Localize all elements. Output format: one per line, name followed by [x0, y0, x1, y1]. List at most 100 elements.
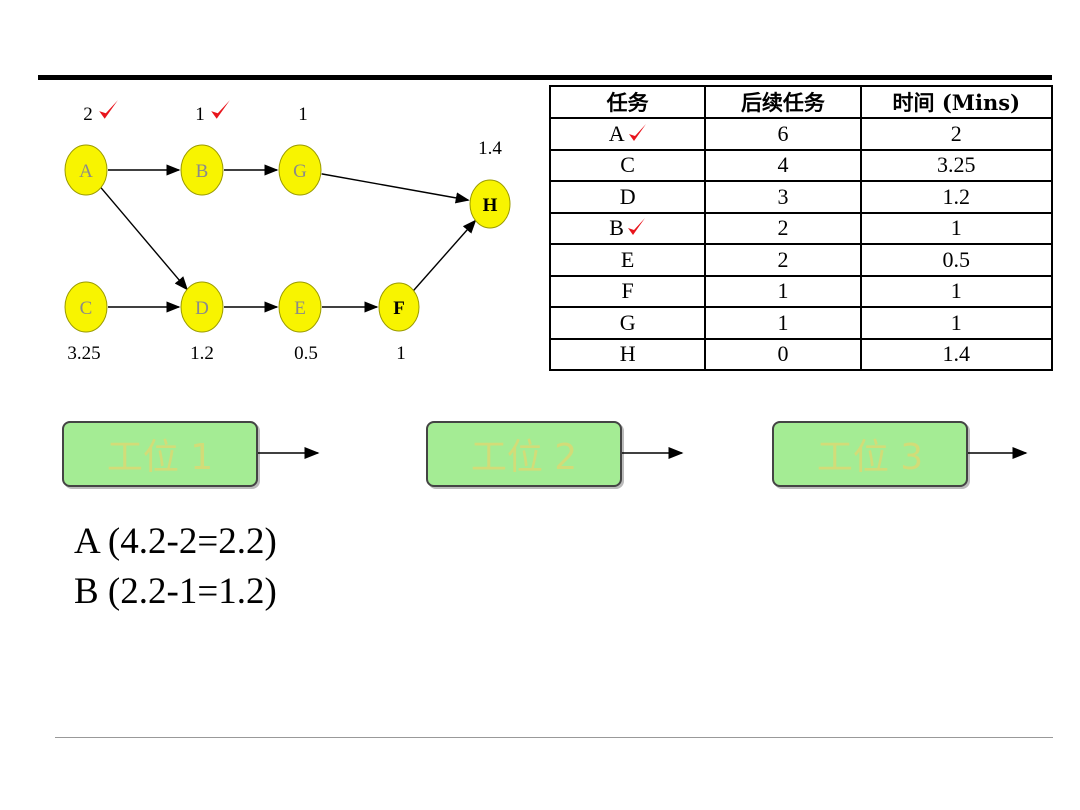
node-circle	[469, 179, 511, 229]
node-circle	[278, 144, 322, 196]
station-label: 工位 2	[470, 437, 578, 478]
table-row: H 0 1.4	[548, 337, 1054, 371]
checkmark-icon	[627, 218, 645, 236]
successors-cell: 6	[704, 117, 862, 151]
calculation-line-b: B (2.2-1=1.2)	[74, 571, 277, 612]
successors-cell-text: 0	[777, 341, 789, 367]
time-cell-text: 2	[950, 120, 962, 146]
edge-G-H	[321, 173, 470, 204]
node-circle	[64, 144, 108, 196]
node-circle	[378, 282, 420, 332]
task-cell-text: D	[619, 183, 636, 209]
task-cell: H	[548, 337, 707, 371]
successors-cell-text: 1	[777, 309, 789, 335]
successors-cell-text: 4	[777, 152, 789, 178]
station-3: 工位 3	[772, 421, 968, 487]
node-time: 0.5	[294, 343, 318, 364]
station-1-arrow	[258, 447, 320, 459]
header-successors: 后续任务	[704, 85, 862, 119]
task-cell-text: C	[620, 152, 635, 178]
successors-cell-text: 2	[777, 246, 789, 272]
node-A: A2	[64, 100, 118, 196]
node-label: F	[393, 298, 405, 319]
task-cell-text: E	[620, 246, 635, 272]
checkmark-icon	[211, 100, 230, 119]
successors-cell: 0	[704, 337, 862, 371]
successors-cell-text: 2	[777, 215, 789, 241]
successors-cell-text: 6	[777, 120, 789, 146]
table-row: C 4 3.25	[548, 148, 1054, 182]
node-time: 3.25	[67, 343, 100, 364]
successors-cell-text: 1	[777, 278, 789, 304]
edge-F-H	[412, 219, 477, 292]
time-cell: 2	[859, 117, 1054, 151]
time-cell-text: 1	[950, 309, 962, 335]
node-F: F1	[378, 282, 420, 364]
node-time: 1.2	[190, 343, 214, 364]
table-row: D 3 1.2	[548, 180, 1054, 214]
node-label: B	[196, 161, 209, 182]
successors-cell: 2	[704, 243, 862, 277]
task-cell: C	[548, 148, 707, 182]
successors-cell: 3	[704, 180, 862, 214]
node-label: A	[79, 161, 93, 182]
successors-cell: 4	[704, 148, 862, 182]
time-cell: 0.5	[859, 243, 1054, 277]
task-cell-text: F	[621, 278, 634, 304]
table-row: A 6 2	[548, 117, 1054, 151]
successors-cell: 1	[704, 306, 862, 340]
checkmark-icon	[99, 100, 118, 119]
station-1: 工位 1	[62, 421, 258, 487]
time-cell-text: 1.4	[942, 341, 971, 367]
time-cell-text: 3.25	[937, 152, 976, 178]
station-2: 工位 2	[426, 421, 622, 487]
task-cell: D	[548, 180, 707, 214]
time-cell: 1.4	[859, 337, 1054, 371]
task-cell: A	[548, 117, 707, 151]
edge-A-D	[99, 186, 189, 291]
node-H: H 1.4	[469, 138, 511, 229]
task-cell-text: H	[619, 341, 636, 367]
node-time: 1	[298, 104, 308, 125]
time-cell-text: 0.5	[942, 246, 971, 272]
table-row: F 1 1	[548, 274, 1054, 308]
table-row: B 2 1	[548, 211, 1054, 245]
node-time: 1.4	[478, 138, 502, 159]
node-label: D	[195, 298, 209, 319]
station-label: 工位 3	[816, 437, 924, 478]
station-3-arrow	[968, 447, 1028, 459]
node-label: G	[293, 161, 307, 182]
node-E: E0.5	[278, 281, 322, 364]
successors-cell: 1	[704, 274, 862, 308]
task-cell: F	[548, 274, 707, 308]
node-time: 1	[396, 343, 406, 364]
task-cell-text: G	[619, 309, 636, 335]
station-2-arrow	[622, 447, 684, 459]
time-cell: 1.2	[859, 180, 1054, 214]
header-task: 任务	[548, 85, 707, 119]
time-cell-text: 1	[950, 215, 962, 241]
node-label: H	[483, 195, 498, 216]
node-B: B1	[180, 100, 230, 196]
task-cell-text: B	[609, 215, 624, 241]
time-cell-text: 1.2	[942, 183, 971, 209]
node-label: C	[80, 298, 93, 319]
time-cell: 1	[859, 211, 1054, 245]
bottom-rule	[55, 737, 1053, 738]
table-header-row: 任务 后续任务 时间 (Mins)	[548, 85, 1054, 119]
node-time: 2	[83, 104, 93, 125]
node-circle	[64, 281, 108, 333]
node-circle	[180, 144, 224, 196]
table-row: E 2 0.5	[548, 243, 1054, 277]
node-C: C 3.25	[64, 281, 108, 364]
time-cell: 1	[859, 306, 1054, 340]
task-cell: B	[548, 211, 707, 245]
time-cell-text: 1	[950, 278, 962, 304]
task-cell: G	[548, 306, 707, 340]
header-time: 时间 (Mins)	[859, 85, 1054, 119]
successors-cell: 2	[704, 211, 862, 245]
time-cell: 3.25	[859, 148, 1054, 182]
node-G: G1	[278, 104, 322, 196]
